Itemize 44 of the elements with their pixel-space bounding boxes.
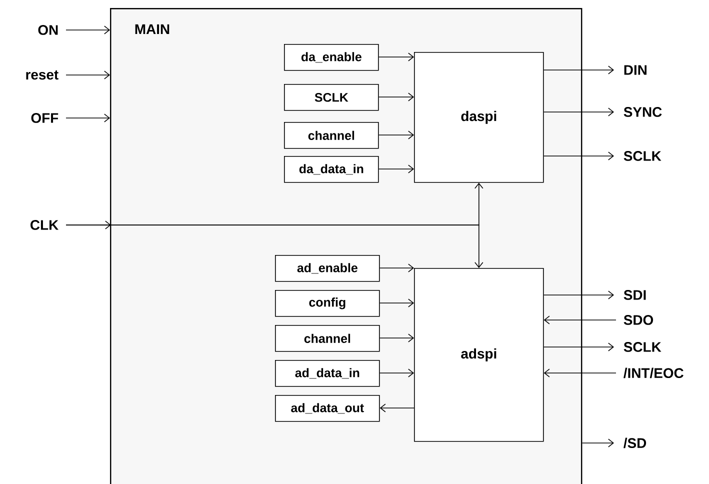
signal-box: channel [284,122,379,149]
arrow [66,70,110,80]
signal-label: /SD [624,438,646,448]
signal-box: ad_enable [275,254,380,282]
signal-box: config [275,290,380,317]
signal-label: SYNC [624,107,662,117]
signal-box: SCLK [284,84,379,111]
arrow [544,316,616,324]
signal-box: ad_data_out [275,395,380,422]
signal-label: SCLK [624,342,662,352]
arrow [379,298,414,308]
arrow [543,66,614,74]
signal-label: SDI [624,290,646,300]
signal-label: ON [38,25,58,35]
arrow [378,52,414,62]
arrow [378,164,414,174]
arrow [66,26,110,34]
block-box: daspi [414,52,544,183]
arrow [380,404,414,412]
signal-label: reset [26,70,58,80]
signal-label: /INT/EOC [624,368,684,378]
signal-label: OFF [31,113,58,123]
signal-box: da_enable [284,44,379,71]
arrow [544,368,616,378]
signal-box: da_data_in [284,156,379,183]
arrow [66,114,110,122]
arrow [378,130,414,140]
signal-box: ad_data_in [275,360,380,387]
arrow [543,290,614,300]
arrow [582,438,614,448]
arrow [379,264,414,272]
signal-label: SCLK [624,151,662,161]
arrow [543,108,614,116]
arrow [379,334,414,342]
arrow [378,92,414,102]
arrow [543,152,614,160]
signal-label: SDO [624,315,654,325]
signal-label: DIN [624,65,646,75]
arrow [66,182,484,268]
arrow [379,368,414,378]
arrow [543,342,614,352]
signal-label: CLK [30,220,58,230]
signal-box: channel [275,325,380,352]
block-box: adspi [414,268,544,442]
